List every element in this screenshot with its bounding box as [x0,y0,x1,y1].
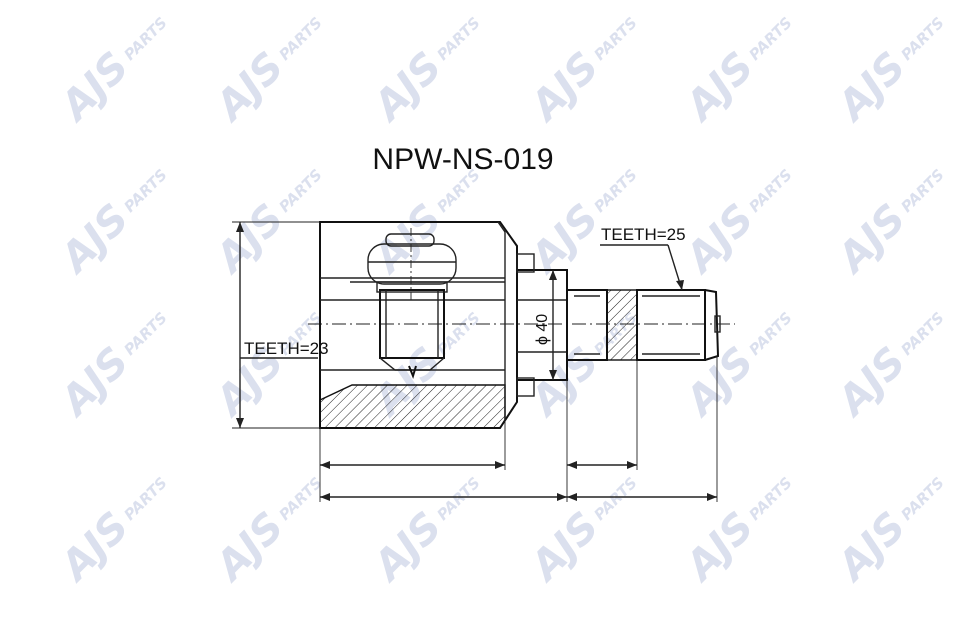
spider-hub [376,281,448,380]
watermark-suffix: PARTS [745,474,795,524]
watermark-suffix: PARTS [120,166,170,216]
watermark-suffix: PARTS [590,474,640,524]
output-shaft [566,289,721,361]
watermark-suffix: PARTS [275,474,325,524]
watermark-suffix: PARTS [745,309,795,359]
watermark-suffix: PARTS [897,14,947,64]
dimension-lines [232,221,718,502]
housing-section-hatch [319,384,506,429]
watermark-suffix: PARTS [120,309,170,359]
part-number-title: NPW-NS-019 [372,143,553,176]
watermark-suffix: PARTS [433,474,483,524]
watermark-suffix: PARTS [120,474,170,524]
watermark-suffix: PARTS [897,309,947,359]
watermark-suffix: PARTS [590,166,640,216]
watermark-suffix: PARTS [120,14,170,64]
teeth-inner-label: TEETH=23 [244,339,329,358]
watermark-suffix: PARTS [745,166,795,216]
cv-joint-drawing: TEETH=23 TEETH=25 ϕ 40 [232,221,735,502]
shaft-hatch [606,289,638,361]
tripod-roller [367,228,457,300]
watermark-suffix: PARTS [590,14,640,64]
watermark-suffix: PARTS [275,166,325,216]
watermark-suffix: PARTS [897,474,947,524]
watermark-suffix: PARTS [433,309,483,359]
watermark-suffix: PARTS [275,14,325,64]
diameter-label: ϕ 40 [534,314,551,345]
watermark-suffix: PARTS [897,166,947,216]
watermark-suffix: PARTS [433,14,483,64]
watermark-suffix: PARTS [745,14,795,64]
teeth-outer-label: TEETH=25 [601,225,686,244]
